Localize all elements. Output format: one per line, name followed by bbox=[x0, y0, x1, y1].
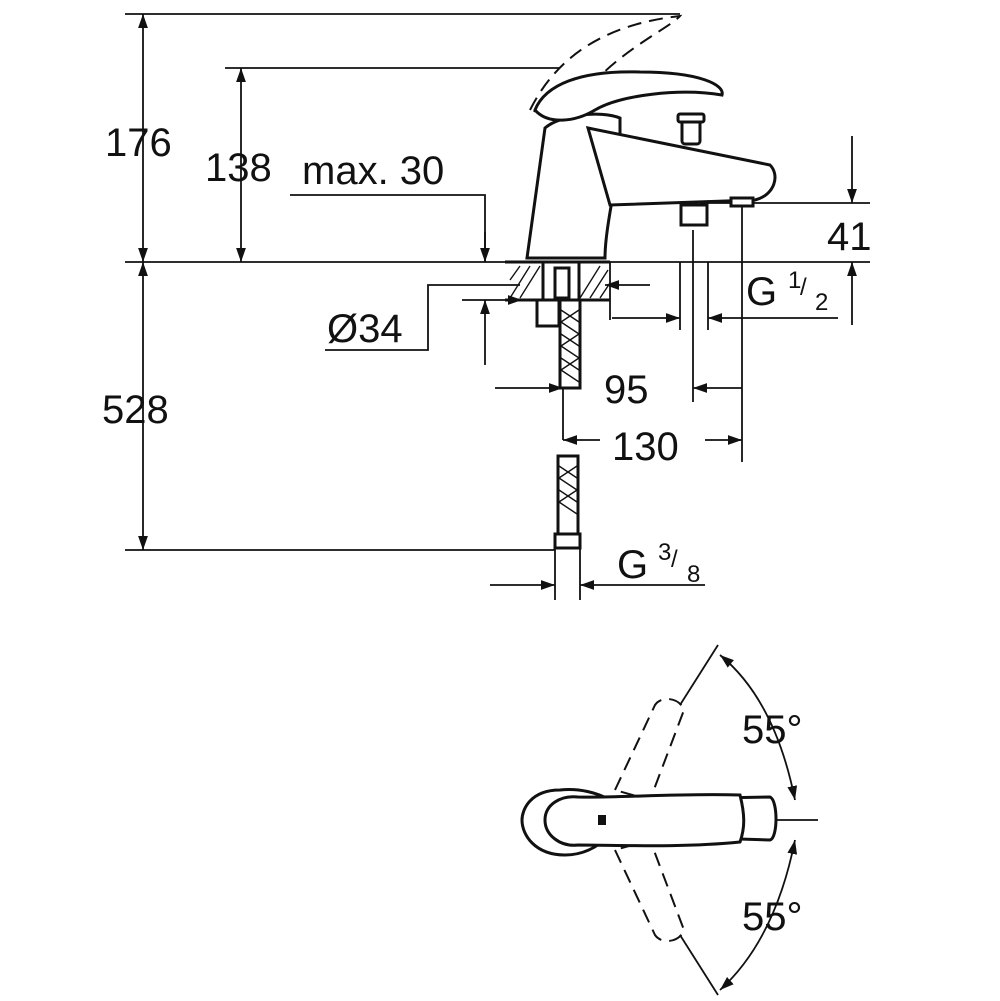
lever-top-view bbox=[520, 644, 818, 996]
svg-text:/: / bbox=[800, 274, 807, 301]
total-height-label: 176 bbox=[105, 121, 172, 165]
svg-text:1: 1 bbox=[788, 267, 801, 294]
lever-angle-up-label: 55° bbox=[742, 708, 803, 752]
hose-length-label: 528 bbox=[102, 388, 169, 432]
spout-height-label: 138 bbox=[205, 146, 272, 190]
svg-text:/: / bbox=[671, 546, 678, 573]
handshower-offset-label: 95 bbox=[604, 368, 649, 412]
svg-text:G: G bbox=[617, 543, 648, 587]
svg-text:2: 2 bbox=[815, 289, 828, 316]
dimension-arrows bbox=[138, 13, 857, 590]
faucet-side-view bbox=[525, 14, 777, 550]
svg-text:G: G bbox=[746, 270, 777, 314]
svg-text:8: 8 bbox=[687, 561, 700, 588]
lever-angle-down-label: 55° bbox=[742, 895, 803, 939]
spout-reach-label: 130 bbox=[612, 425, 679, 469]
outlet-thread-label: G 1 / 2 bbox=[746, 267, 828, 316]
deck-hole-diameter-label: Ø34 bbox=[327, 307, 403, 351]
svg-text:3: 3 bbox=[658, 539, 671, 566]
max-deck-thickness-label: max. 30 bbox=[302, 149, 444, 193]
extension-lines bbox=[125, 13, 870, 600]
supply-thread-label: G 3 / 8 bbox=[617, 539, 700, 588]
aerator-height-label: 41 bbox=[827, 215, 872, 259]
